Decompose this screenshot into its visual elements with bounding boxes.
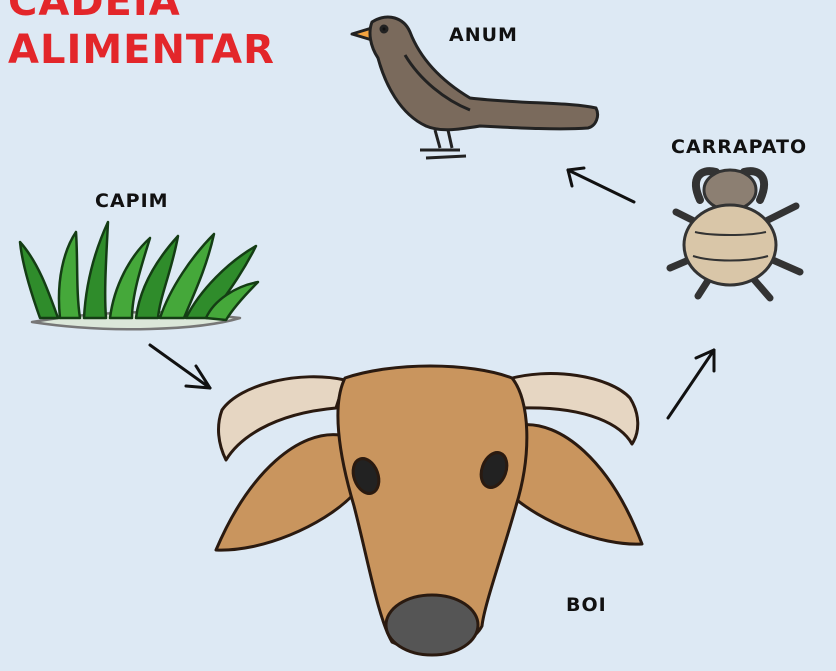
arrow-boi-to-carrapato bbox=[668, 350, 714, 418]
carrapato-tick-illustration bbox=[670, 170, 800, 298]
capim-grass-illustration bbox=[20, 222, 258, 329]
boi-ox-illustration bbox=[216, 366, 642, 655]
arrow-capim-to-boi bbox=[150, 345, 210, 388]
anum-bird-illustration bbox=[352, 17, 598, 158]
arrow-carrapato-to-anum bbox=[568, 168, 634, 202]
